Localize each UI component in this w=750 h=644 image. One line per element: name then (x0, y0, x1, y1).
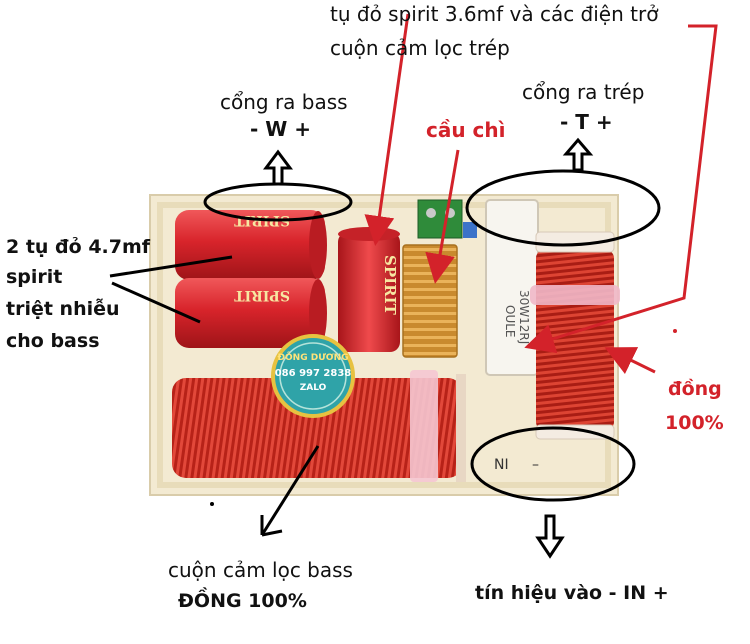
caps-pointer-line-top (109, 255, 233, 278)
capacitor-brand-text: SPIRIT (234, 287, 290, 303)
bass-coil-pointer-head (260, 515, 283, 537)
fuse-terminal (417, 199, 463, 239)
resistor-pointer-line (524, 24, 718, 354)
heatsink-resistor (402, 244, 458, 358)
copper-label-line1: đồng (668, 378, 722, 400)
spirit-3-6mf-label-line1: tụ đỏ spirit 3.6mf và các điện trở (330, 2, 659, 26)
bass-coil-label-line2: ĐỒNG 100% (178, 590, 307, 612)
caps-4-7mf-label-line2: spirit (6, 266, 63, 288)
blue-component (463, 222, 477, 238)
bass-output-pins: - W + (250, 117, 312, 141)
bass-coil-pointer-line (260, 445, 320, 536)
fuse-pointer-line (425, 149, 460, 284)
treble-output-arrow (562, 137, 594, 172)
stray-dot (673, 329, 677, 333)
caps-4-7mf-label-line3: triệt nhiễu (6, 298, 120, 320)
spirit-3-6mf-label-line2: cuộn cảm lọc trép (330, 36, 510, 60)
watermark-medallion (271, 334, 355, 418)
watermark-text-line1: ĐÔNG DƯƠNG (277, 351, 348, 363)
copper-pointer-line (604, 347, 656, 375)
bass-output-title: cổng ra bass (220, 90, 348, 114)
watermark-text-line2: 086 997 2838 (275, 368, 352, 379)
treble-output-ellipse (465, 169, 661, 247)
capacitor-4-7mf-bottom (175, 278, 327, 348)
bass-output-arrow (263, 149, 293, 186)
board-mark-minus: – (532, 457, 539, 473)
ceramic-resistor-value: 30W12RJ (517, 290, 531, 344)
spirit-pointer-line (364, 13, 410, 246)
caps-pointer-line-bottom (111, 281, 201, 324)
capacitor-3-6mf-brand-text: SPIRIT (381, 255, 399, 316)
copper-label-line2: 100% (665, 412, 724, 434)
caps-4-7mf-label-line4: cho bass (6, 330, 100, 352)
treble-output-pins: - T + (560, 110, 613, 134)
watermark-text-line3: ZALO (300, 383, 327, 393)
ceramic-resistor (485, 199, 539, 376)
input-ellipse (470, 426, 636, 502)
treble-output-title: cổng ra trép (522, 80, 645, 104)
bass-coil-label-line1: cuộn cảm lọc bass (168, 558, 353, 582)
capacitor-4-7mf-top (175, 210, 327, 280)
treble-inductor-coil (530, 231, 620, 440)
board-mark-ni: NI (494, 457, 509, 473)
fuse-label: cầu chì (426, 118, 506, 142)
stray-dot (210, 502, 214, 506)
input-arrow (535, 514, 565, 559)
caps-4-7mf-label-line1: 2 tụ đỏ 4.7mf (6, 236, 151, 258)
signal-input-label: tín hiệu vào - IN + (475, 582, 669, 604)
bass-inductor-coil (172, 370, 466, 482)
ceramic-resistor-brand: OULE (503, 305, 517, 338)
